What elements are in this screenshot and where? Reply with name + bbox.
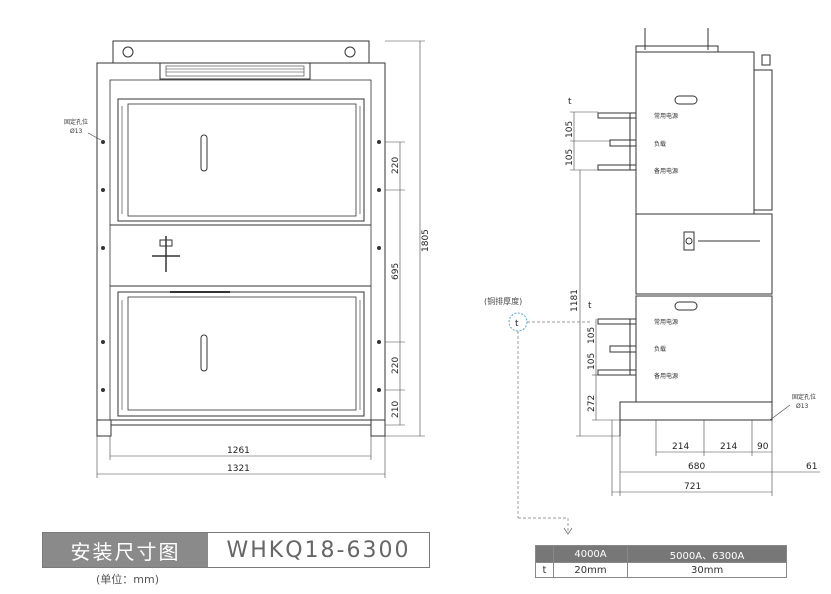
dim-105-d: 105 [587, 353, 597, 370]
lower-label-load: 负载 [654, 345, 666, 353]
lower-label-backup: 备用电源 [654, 372, 678, 380]
dim-1805: 1805 [421, 229, 431, 252]
title-model: WHKQ18-6300 [226, 537, 411, 563]
dim-1261: 1261 [227, 446, 250, 456]
callout-leaders [517, 321, 592, 532]
busbar-thickness-note: (铜排厚度) [484, 296, 522, 306]
table-cell: t [535, 562, 554, 578]
front-mount-dia: Ø13 [70, 128, 83, 135]
dim-214-a: 214 [672, 442, 689, 452]
dim-1321: 1321 [227, 464, 250, 474]
dim-90: 90 [757, 442, 769, 452]
t-symbol-upper: t [568, 97, 572, 107]
table-cell: 20mm [552, 562, 629, 578]
dim-721: 721 [684, 482, 701, 492]
dim-220-upper: 220 [391, 157, 401, 174]
dim-105-c: 105 [587, 327, 597, 344]
dim-105-b: 105 [565, 149, 575, 166]
dim-272: 272 [587, 395, 597, 412]
table-cell: 30mm [627, 562, 787, 578]
upper-label-backup: 备用电源 [654, 167, 678, 175]
title-chinese: 安装尺寸图 [43, 533, 208, 567]
table-row: t 20mm 30mm [535, 562, 787, 578]
dim-61: 61 [806, 462, 817, 472]
side-mount-dia: Ø13 [796, 403, 809, 410]
dim-214-b: 214 [720, 442, 737, 452]
thickness-table-header: 4000A 5000A、6300A [535, 545, 787, 563]
dim-210: 210 [391, 401, 401, 418]
upper-label-load: 负载 [654, 140, 666, 148]
table-header-cell: 4000A [552, 545, 629, 563]
front-dimension-lines [87, 40, 425, 478]
callout-arrow-icon [563, 527, 573, 535]
unit-note: (单位：mm) [96, 573, 160, 586]
dim-680: 680 [688, 462, 705, 472]
callout-t: t [515, 319, 519, 329]
side-dimension-lines [570, 111, 820, 496]
side-mount-label: 固定孔位 [792, 393, 816, 401]
front-mount-markers [101, 140, 381, 392]
side-view [597, 28, 773, 436]
dim-105-a: 105 [565, 121, 575, 138]
dim-1181: 1181 [570, 289, 580, 312]
front-view [96, 40, 386, 437]
dim-695: 695 [391, 263, 401, 280]
lower-label-normal: 常用电源 [654, 318, 678, 326]
dim-220-lower: 220 [391, 357, 401, 374]
table-header-cell [535, 545, 554, 563]
t-symbol-lower: t [588, 301, 592, 311]
drawing-title-block: 安装尺寸图 WHKQ18-6300 [42, 532, 430, 568]
front-mount-label: 固定孔位 [64, 118, 88, 126]
table-header-cell: 5000A、6300A [627, 545, 787, 563]
upper-label-normal: 常用电源 [654, 112, 678, 120]
thickness-table: 4000A 5000A、6300A t 20mm 30mm [535, 545, 787, 578]
